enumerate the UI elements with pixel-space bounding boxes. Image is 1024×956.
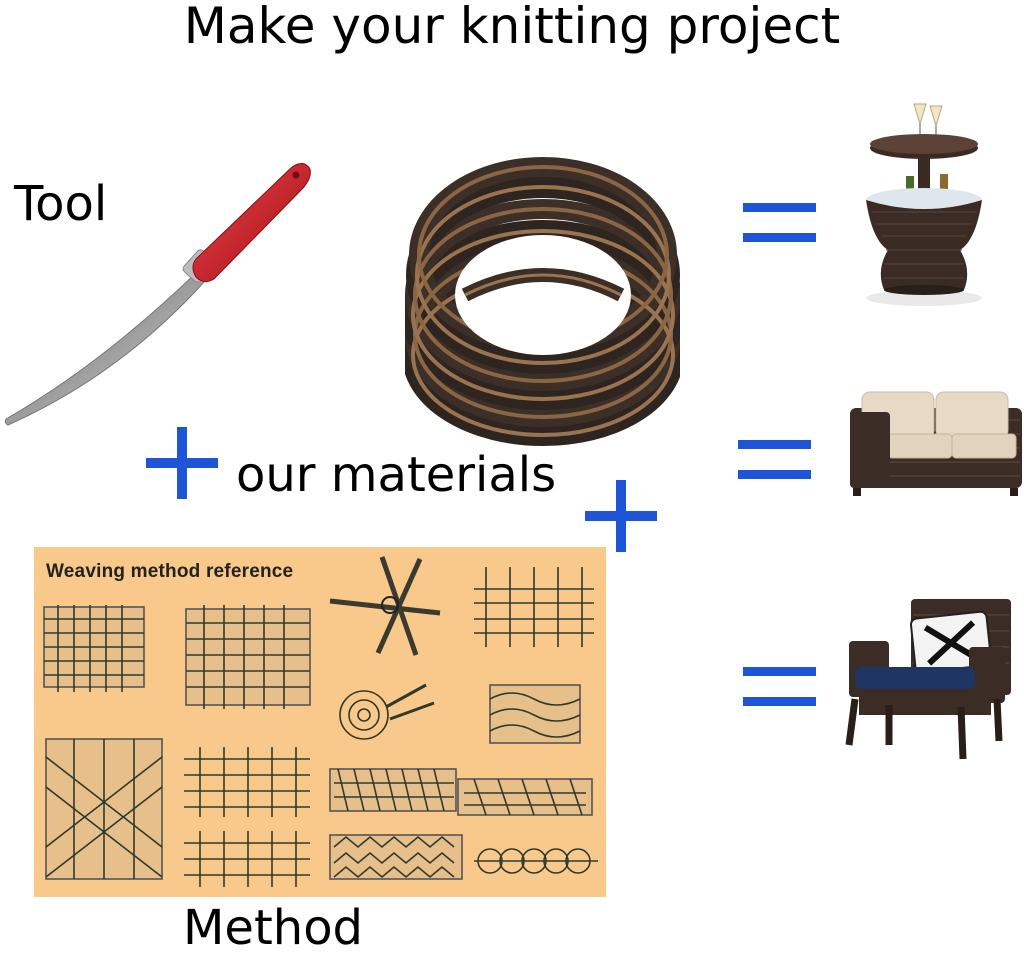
equals-sign-2 xyxy=(738,440,811,480)
page-title: Make your knitting project xyxy=(183,0,841,55)
tool-label: Tool xyxy=(14,176,108,232)
cooler-table-icon xyxy=(866,103,982,306)
weave-pattern-icon xyxy=(43,556,598,887)
reference-title: Weaving method reference xyxy=(46,561,294,582)
equals-sign-1 xyxy=(743,203,816,243)
weaving-knife-icon xyxy=(4,163,311,426)
weaving-reference-panel: Weaving method reference xyxy=(34,547,606,897)
method-label: Method xyxy=(183,900,364,956)
materials-label: our materials xyxy=(236,447,557,503)
plus-sign-1 xyxy=(146,427,218,499)
armchair-icon xyxy=(845,599,1011,760)
loveseat-icon xyxy=(850,391,1022,496)
equals-sign-3 xyxy=(743,667,816,707)
rattan-coil-icon xyxy=(405,157,680,446)
plus-sign-2 xyxy=(585,480,657,552)
